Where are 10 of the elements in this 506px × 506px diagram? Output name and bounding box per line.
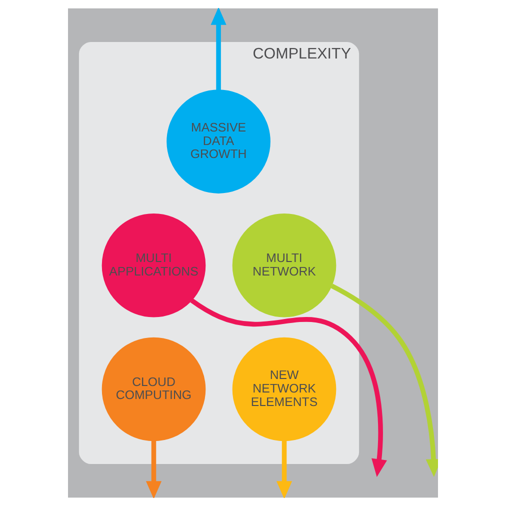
arrow	[330, 284, 438, 478]
node-circle: NEW NETWORK ELEMENTS	[232, 337, 336, 442]
arrow	[146, 440, 162, 498]
arrow	[190, 298, 387, 477]
arrow	[276, 440, 292, 498]
arrow	[210, 8, 226, 90]
node-circle: MULTI APPLICATIONS	[102, 213, 206, 318]
node-circle: MULTI NETWORK	[232, 213, 336, 318]
node-circle: MASSIVE DATA GROWTH	[166, 90, 270, 194]
node-circle: CLOUD COMPUTING	[102, 337, 206, 442]
